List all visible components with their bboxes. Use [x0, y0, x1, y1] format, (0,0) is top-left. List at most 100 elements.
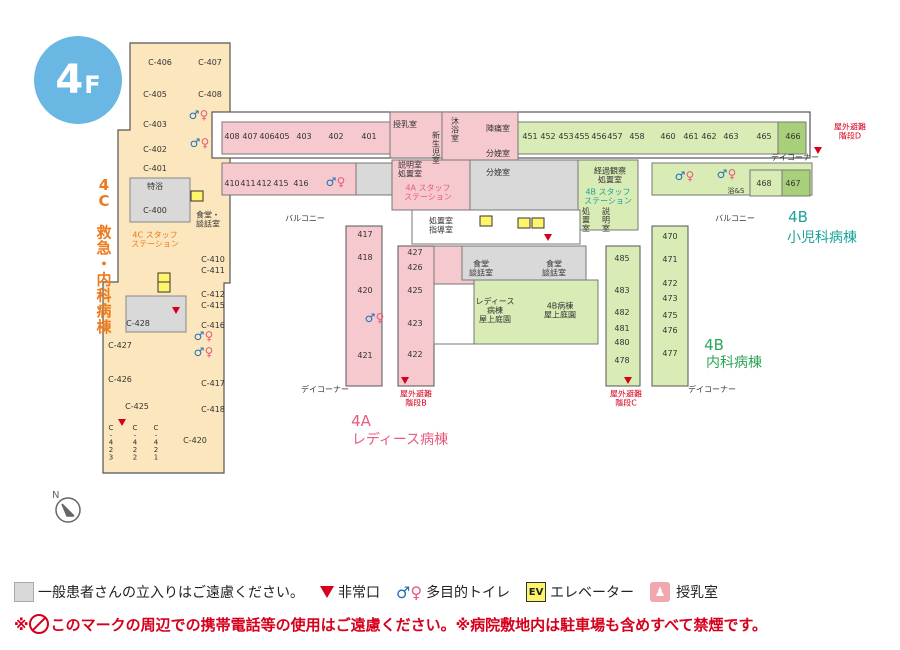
room-label: 経過観察処置室 — [594, 165, 626, 184]
room-label: 分娩室 — [486, 167, 510, 177]
room-label: 授乳室 — [393, 119, 417, 129]
room-label: 477 — [662, 349, 677, 358]
exit-icon — [320, 586, 334, 598]
room-label: C-407 — [198, 58, 222, 67]
room-label: C-405 — [143, 90, 167, 99]
toilet-icon: ♂ — [189, 108, 200, 122]
room-label: 427 — [407, 248, 422, 257]
map-labels: C-406C-405C-403C-402C-401特浴C-400C-407C-4… — [96, 58, 866, 461]
toilet-icon: ♀ — [205, 345, 214, 359]
room-label: 473 — [662, 294, 677, 303]
room-label: 425 — [407, 286, 422, 295]
toilet-icon: ♂ — [326, 175, 337, 189]
room-label: C — [133, 424, 138, 432]
room-label: レディース病棟屋上庭園 — [475, 296, 514, 324]
toilet-icon: ♀ — [201, 136, 210, 150]
room-label: 402 — [328, 132, 343, 141]
room-label: 411 — [240, 179, 255, 188]
room-label: 463 — [723, 132, 738, 141]
room-label: 401 — [361, 132, 376, 141]
room-label: 457 — [607, 132, 622, 141]
room-label: C-417 — [201, 379, 225, 388]
toilet-icon: ♂ — [194, 329, 205, 343]
compass-icon: N — [52, 490, 81, 523]
balcony-label: バルコニー — [715, 214, 755, 223]
room-label: C-410 — [201, 255, 225, 264]
room-label: 室 — [432, 155, 440, 165]
room-label: 456 — [591, 132, 606, 141]
station-label: 4B スタッフステーション — [584, 187, 632, 205]
building-outline — [102, 42, 813, 474]
room-label: C — [109, 424, 114, 432]
room-label: 482 — [614, 308, 629, 317]
day-corner-label: デイコーナー — [771, 152, 819, 162]
ward-name: レディース病棟 — [352, 431, 448, 448]
room-label: 1 — [154, 453, 158, 461]
ward-name: 急 — [96, 239, 111, 257]
day-corner-label: デイコーナー — [301, 384, 349, 394]
room-label: 451 — [522, 132, 537, 141]
room-label: 418 — [357, 253, 372, 262]
room-label: - — [155, 431, 158, 439]
legend-exit: 非常口 — [338, 585, 380, 601]
room-label: 置 — [582, 215, 590, 224]
toilet-icon: ♀ — [200, 108, 209, 122]
room-label: C-425 — [125, 402, 149, 411]
room-label: 食堂談話室 — [469, 258, 493, 277]
room-label: 403 — [296, 132, 311, 141]
room-label: 481 — [614, 324, 629, 333]
room-label: 特浴 — [147, 181, 163, 191]
exit-icon — [624, 377, 632, 384]
room-label: 明 — [602, 215, 610, 224]
toilet-icon: ♀ — [728, 167, 737, 181]
room-label: 483 — [614, 286, 629, 295]
nursing-room-icon: ♟ — [650, 582, 671, 602]
room-label: C-401 — [143, 164, 167, 173]
room-label: 410 — [224, 179, 239, 188]
room-label: - — [110, 431, 113, 439]
room-label: 485 — [614, 254, 629, 263]
room-label: 2 — [154, 446, 158, 454]
wash-label: 浴&S — [728, 186, 745, 195]
ward-name: 4B — [788, 208, 808, 226]
room-label: 426 — [407, 263, 422, 272]
elevator-icon: EV — [526, 582, 547, 602]
room-label: 陣痛室 — [486, 123, 510, 133]
room-label: 415 — [273, 179, 288, 188]
legend-nursing: 授乳室 — [676, 585, 719, 601]
no-phone-icon — [28, 614, 49, 634]
room-label: C-420 — [183, 436, 207, 445]
room-label: C — [154, 424, 159, 432]
room-label: 浴 — [451, 124, 459, 134]
room-label: 453 — [558, 132, 573, 141]
room-label: 420 — [357, 286, 372, 295]
balcony-label: バルコニー — [285, 214, 325, 223]
day-corner-label: デイコーナー — [688, 384, 736, 394]
toilet-icon: ♂ — [717, 167, 728, 181]
room-label: 室 — [602, 223, 610, 233]
room-label: 465 — [756, 132, 771, 141]
ward-name: 4A — [351, 412, 372, 430]
room-label: 室 — [451, 133, 459, 143]
exit-icon — [814, 147, 822, 154]
station-label: 4A スタッフステーション — [404, 183, 452, 201]
exit-icon — [118, 419, 126, 426]
room-label: 児 — [432, 148, 440, 157]
room-label: 室 — [582, 223, 590, 233]
room-label: 423 — [407, 319, 422, 328]
room-label: 2 — [133, 446, 137, 454]
room-label: - — [134, 431, 137, 439]
room-label: 472 — [662, 279, 677, 288]
ward-name: C — [98, 192, 109, 210]
room-label: 3 — [109, 453, 113, 461]
room-label: 新 — [432, 130, 440, 140]
room-label: 沐 — [451, 116, 459, 126]
map-marks — [118, 147, 822, 426]
room-label: 458 — [629, 132, 644, 141]
room-label: 461 — [683, 132, 698, 141]
notice-prefix: ※ — [14, 616, 29, 634]
ward-name: 病 — [96, 302, 111, 320]
legend-elevator: エレベーター — [550, 585, 635, 601]
room-label: C-416 — [201, 321, 225, 330]
notice: ※このマークの周辺での携帯電話等の使用はご遠慮ください。※病院敷地内は駐車場も含… — [14, 614, 767, 635]
